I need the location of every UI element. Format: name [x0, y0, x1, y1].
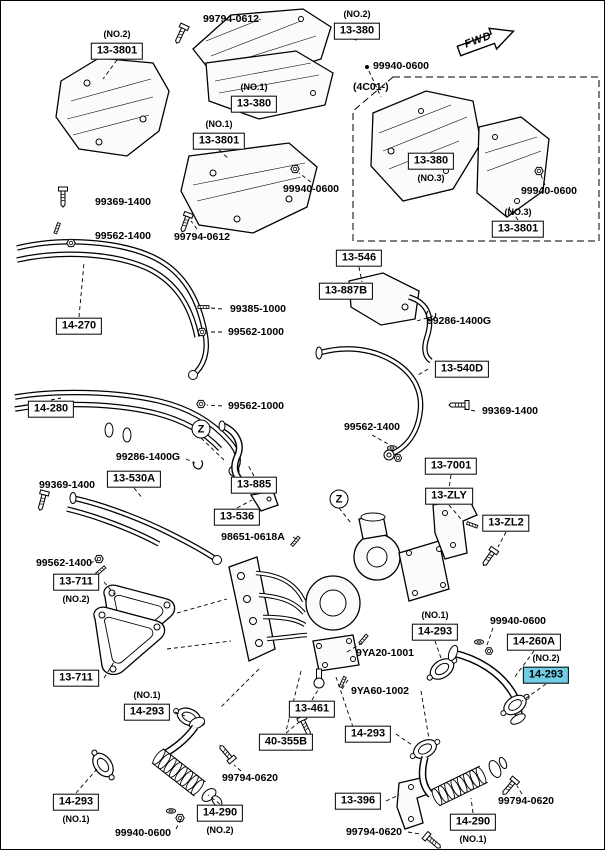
part-pipe-13-530a — [66, 459, 222, 565]
part-number-box-13-396-28[interactable]: 13-396 — [334, 792, 382, 810]
part-turbocharger-manifold-assembly — [228, 512, 450, 689]
part-number-box-13-380-1[interactable]: 13-380 — [333, 22, 381, 40]
part-note-29: (NO.1) — [459, 834, 487, 844]
part-number-98651-0618A-15[interactable]: 98651-0618A — [221, 531, 285, 543]
part-number-box-13-540D-9[interactable]: 13-540D — [434, 360, 490, 378]
part-downpipe-14-290-no1 — [418, 755, 520, 807]
part-number-box-13-7001-14[interactable]: 13-7001 — [424, 457, 478, 475]
part-note-0: (NO.2) — [103, 29, 131, 39]
part-number-box-13-3801-5[interactable]: 13-3801 — [491, 220, 545, 238]
part-heat-shield-13-380-no3 — [370, 90, 482, 202]
part-note-27: (NO.2) — [206, 825, 234, 835]
part-heat-shield-13-3801-no3 — [476, 116, 550, 218]
part-number-box-13-ZLY-15[interactable]: 13-ZLY — [425, 487, 473, 505]
part-bracket-13-396 — [396, 776, 444, 849]
part-number-box-14-293-26[interactable]: 14-293 — [52, 793, 100, 811]
part-note-20: (NO.2) — [532, 653, 560, 663]
part-number-99286-1400G-8[interactable]: 99286-1400G — [426, 315, 492, 327]
part-number-9YA20-1001-18[interactable]: 9YA20-1001 — [356, 647, 414, 659]
part-number-99940-0600-17[interactable]: 99940-0600 — [489, 615, 547, 627]
part-number-box-14-293-22[interactable]: 14-293 — [123, 703, 171, 721]
part-number-box-13-711-17[interactable]: 13-711 — [53, 573, 99, 591]
part-number-99286-1400G-13[interactable]: 99286-1400G — [115, 451, 181, 463]
part-number-box-13-380-2[interactable]: 13-380 — [230, 95, 278, 113]
part-number-box-13-ZL2-16[interactable]: 13-ZL2 — [482, 514, 530, 532]
part-note-22: (NO.1) — [133, 690, 161, 700]
part-number-box-13-887B-7[interactable]: 13-887B — [318, 282, 374, 300]
part-number-99794-0620-23[interactable]: 99794-0620 — [497, 795, 555, 807]
part-number-99794-0620-22[interactable]: 99794-0620 — [345, 826, 403, 838]
part-water-pipe-14-270 — [16, 239, 210, 380]
part-note-2: (NO.1) — [240, 82, 268, 92]
part-number-box-13-711-21[interactable]: 13-711 — [53, 669, 99, 687]
part-bracket-13-536 — [249, 490, 301, 547]
part-number-box-13-380-4[interactable]: 13-380 — [407, 152, 455, 170]
zone-marker-1: Z — [329, 489, 349, 509]
part-number-box-13-546-6[interactable]: 13-546 — [335, 249, 383, 267]
part-number-99562-1400-16[interactable]: 99562-1400 — [35, 557, 93, 569]
part-number-99940-0600-1[interactable]: 99940-0600 — [372, 60, 430, 72]
zone-marker-0: Z — [191, 419, 211, 439]
part-number-99562-1000-9[interactable]: 99562-1000 — [227, 326, 285, 338]
part-number-99369-1400-14[interactable]: 99369-1400 — [38, 479, 96, 491]
part-number-99794-0620-20[interactable]: 99794-0620 — [221, 772, 279, 784]
part-number-box-13-530A-12[interactable]: 13-530A — [106, 470, 162, 488]
part-number-99940-0600-21[interactable]: 99940-0600 — [114, 827, 172, 839]
part-sensor-13-461 — [296, 668, 325, 738]
part-number-box-14-293-25[interactable]: 14-293 — [344, 725, 392, 743]
part-note-18: (NO.1) — [421, 610, 449, 620]
part-number-99562-1000-10[interactable]: 99562-1000 — [227, 400, 285, 412]
part-number-box-14-270-8[interactable]: 14-270 — [55, 317, 103, 335]
part-number-box-14-260A-19[interactable]: 14-260A — [506, 633, 562, 651]
part-number-99794-0612-6[interactable]: 99794-0612 — [173, 231, 231, 243]
part-number-box-13-461-23[interactable]: 13-461 — [288, 700, 336, 718]
fastener-dot — [365, 65, 369, 69]
part-number-99385-1000-7[interactable]: 99385-1000 — [229, 303, 287, 315]
fwd-arrow-icon — [456, 27, 515, 57]
part-number-99940-0600-2[interactable]: 99940-0600 — [282, 183, 340, 195]
part-number-box-13-3801-3[interactable]: 13-3801 — [192, 132, 246, 150]
part-number-99562-1400-5[interactable]: 99562-1400 — [94, 230, 152, 242]
part-downpipe-14-290-no2 — [85, 702, 237, 823]
part-number-99369-1400-11[interactable]: 99369-1400 — [481, 405, 539, 417]
part-number-box-14-290-29[interactable]: 14-290 — [449, 813, 497, 831]
part-heat-shield-13-3801-no2 — [55, 57, 170, 157]
part-note-1: (NO.2) — [343, 9, 371, 19]
part-note-17: (NO.2) — [62, 594, 90, 604]
part-heat-shield-13-3801-no1 — [180, 142, 318, 234]
part-number-box-13-536-13[interactable]: 13-536 — [213, 508, 261, 526]
part-note-3: (NO.1) — [205, 119, 233, 129]
part-number-box-13-885-11[interactable]: 13-885 — [230, 476, 278, 494]
part-number-box-40-355B-24[interactable]: 40-355B — [258, 733, 314, 751]
part-number-99794-0612-0[interactable]: 99794-0612 — [202, 13, 260, 25]
part-number-box-13-3801-0[interactable]: 13-3801 — [90, 42, 144, 60]
part-note-4: (NO.3) — [417, 173, 445, 183]
part-pipe-13-540d — [315, 346, 424, 462]
part-number-9YA60-1002-19[interactable]: 9YA60-1002 — [351, 685, 409, 697]
part-number-box-14-293-20[interactable]: 14-293 — [522, 666, 570, 684]
part-number-99562-1400-12[interactable]: 99562-1400 — [343, 421, 401, 433]
part-note-5: (NO.3) — [504, 207, 532, 217]
variant-dashed-region — [352, 76, 600, 242]
part-number-box-14-293-18[interactable]: 14-293 — [411, 623, 459, 641]
part-gasket-13-711-no1 — [93, 606, 166, 676]
part-number-99369-1400-4[interactable]: 99369-1400 — [94, 196, 152, 208]
part-number-99940-0600-3[interactable]: 99940-0600 — [520, 185, 578, 197]
part-number-box-14-290-27[interactable]: 14-290 — [196, 804, 244, 822]
variant-code-label: (4C01-) — [353, 81, 389, 93]
part-note-26: (NO.1) — [62, 814, 90, 824]
part-number-box-14-280-10[interactable]: 14-280 — [27, 400, 75, 418]
